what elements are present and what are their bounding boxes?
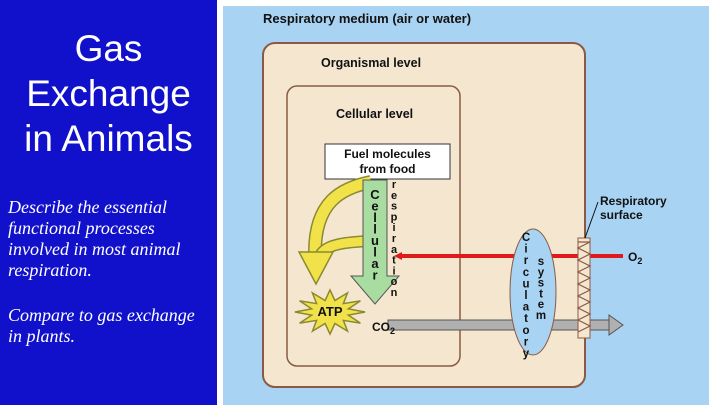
- atp-label: ATP: [317, 304, 342, 319]
- respiratory-surface-membrane: [576, 201, 599, 339]
- circulatory-system-oval: [509, 228, 557, 356]
- cellular-respiration-arrow: [349, 179, 401, 305]
- slide-title: Gas Exchange in Animals: [0, 26, 217, 161]
- respiratory-surface-label-line1: Respiratory: [600, 194, 667, 208]
- bullet-compare: Compare to gas exchange in plants.: [8, 305, 195, 346]
- slide-title-line: Exchange: [26, 73, 191, 114]
- svg-text:Cellular: Cellular: [370, 187, 380, 283]
- co2-label: CO2: [372, 320, 395, 336]
- organismal-level-label: Organismal level: [321, 56, 421, 70]
- fuel-molecules-line1: Fuel molecules: [344, 147, 431, 161]
- cellular-level-label: Cellular level: [336, 107, 413, 121]
- respiratory-surface-label-line2: surface: [600, 208, 643, 222]
- slide-sidebar: Gas Exchange in Animals Describe the ess…: [0, 0, 217, 405]
- respiration-diagram: Respiratory medium (air or water) Organi…: [223, 6, 709, 405]
- co2-arrow: [387, 314, 624, 336]
- o2-label: O2: [628, 250, 642, 266]
- svg-text:respiration: respiration: [391, 179, 398, 299]
- slide-title-line: Gas: [74, 28, 143, 69]
- atp-star: ATP: [294, 288, 366, 336]
- fuel-molecules-line2: from food: [360, 162, 416, 176]
- respiratory-medium-label: Respiratory medium (air or water): [263, 11, 471, 26]
- diagram-canvas: Respiratory medium (air or water) Organi…: [262, 11, 667, 388]
- bullet-describe: Describe the essential functional proces…: [8, 197, 181, 280]
- fuel-molecules-box: [324, 143, 451, 180]
- slide-title-line: in Animals: [24, 118, 193, 159]
